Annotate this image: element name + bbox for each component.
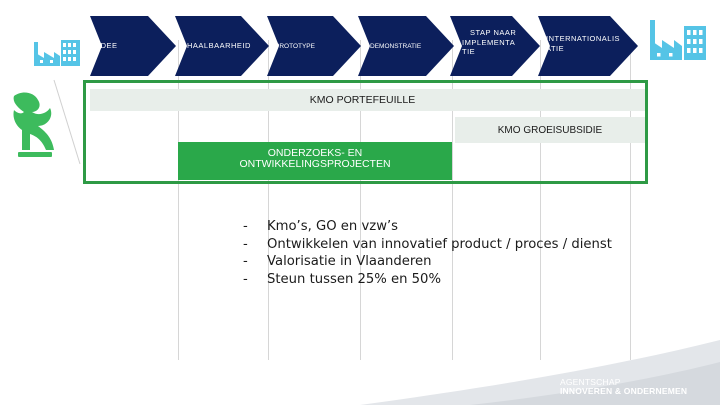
stage-arrow-idee: IDEE bbox=[90, 16, 176, 76]
kmo-portefeuille-bar: KMO PORTEFEUILLE bbox=[90, 89, 645, 111]
stage-label: HAALBAARHEID bbox=[187, 41, 251, 50]
lion-logo-icon bbox=[13, 92, 55, 157]
bar-label: ONTWIKKELINGSPROJECTEN bbox=[239, 158, 391, 170]
stage-divider bbox=[178, 40, 179, 360]
program-frame bbox=[83, 80, 648, 184]
stage-divider bbox=[630, 40, 631, 360]
list-item: - Kmo’s, GO en vzw’s bbox=[243, 219, 399, 234]
brand-line: AGENTSCHAP bbox=[560, 377, 621, 387]
stage-arrow-haalbaarheid: HAALBAARHEID bbox=[175, 16, 269, 76]
criteria-list: - Kmo’s, GO en vzw’s - Ontwikkelen van i… bbox=[243, 218, 612, 288]
stage-label: DEMONSTRATIE bbox=[370, 43, 422, 50]
stage-divider bbox=[452, 40, 453, 360]
bar-label: ONDERZOEKS- EN bbox=[267, 147, 363, 159]
diagonal-line bbox=[53, 79, 81, 165]
kmo-groeisubsidie-bar: KMO GROEISUBSIDIE bbox=[455, 117, 645, 143]
brand-line: INNOVEREN & ONDERNEMEN bbox=[560, 386, 688, 396]
list-item: - Valorisatie in Vlaanderen bbox=[243, 254, 432, 269]
factory-icon bbox=[34, 40, 80, 66]
stage-label: INTERNATIONALIS ATIE bbox=[546, 34, 621, 53]
list-item: - Ontwikkelen van innovatief product / p… bbox=[243, 236, 612, 252]
bar-label: KMO GROEISUBSIDIE bbox=[497, 124, 603, 136]
stage-label: STAP NAAR IMPLEMENTA TIE bbox=[462, 28, 517, 56]
factory-icon bbox=[650, 20, 706, 60]
footer-brand: AGENTSCHAP INNOVEREN & ONDERNEMEN bbox=[560, 378, 687, 396]
stage-arrow-demonstratie: DEMONSTRATIE bbox=[358, 16, 454, 76]
stage-label: IDEE bbox=[98, 41, 118, 50]
stage-label: PROTOTYPE bbox=[275, 43, 315, 50]
stage-divider bbox=[360, 40, 361, 360]
onderzoek-ontwikkeling-bar: ONDERZOEKS- EN ONTWIKKELINGSPROJECTEN bbox=[178, 142, 452, 180]
stage-divider bbox=[268, 40, 269, 360]
bar-label: KMO PORTEFEUILLE bbox=[309, 94, 416, 106]
stage-arrow-stap-naar-implementatie: STAP NAAR IMPLEMENTA TIE bbox=[450, 16, 540, 76]
list-item: - Steun tussen 25% en 50% bbox=[243, 271, 441, 287]
stage-arrow-internationalisatie: INTERNATIONALIS ATIE bbox=[538, 16, 638, 76]
stage-arrow-prototype: PROTOTYPE bbox=[267, 16, 361, 76]
footer-swoosh bbox=[360, 340, 720, 405]
stage-divider bbox=[540, 40, 541, 360]
